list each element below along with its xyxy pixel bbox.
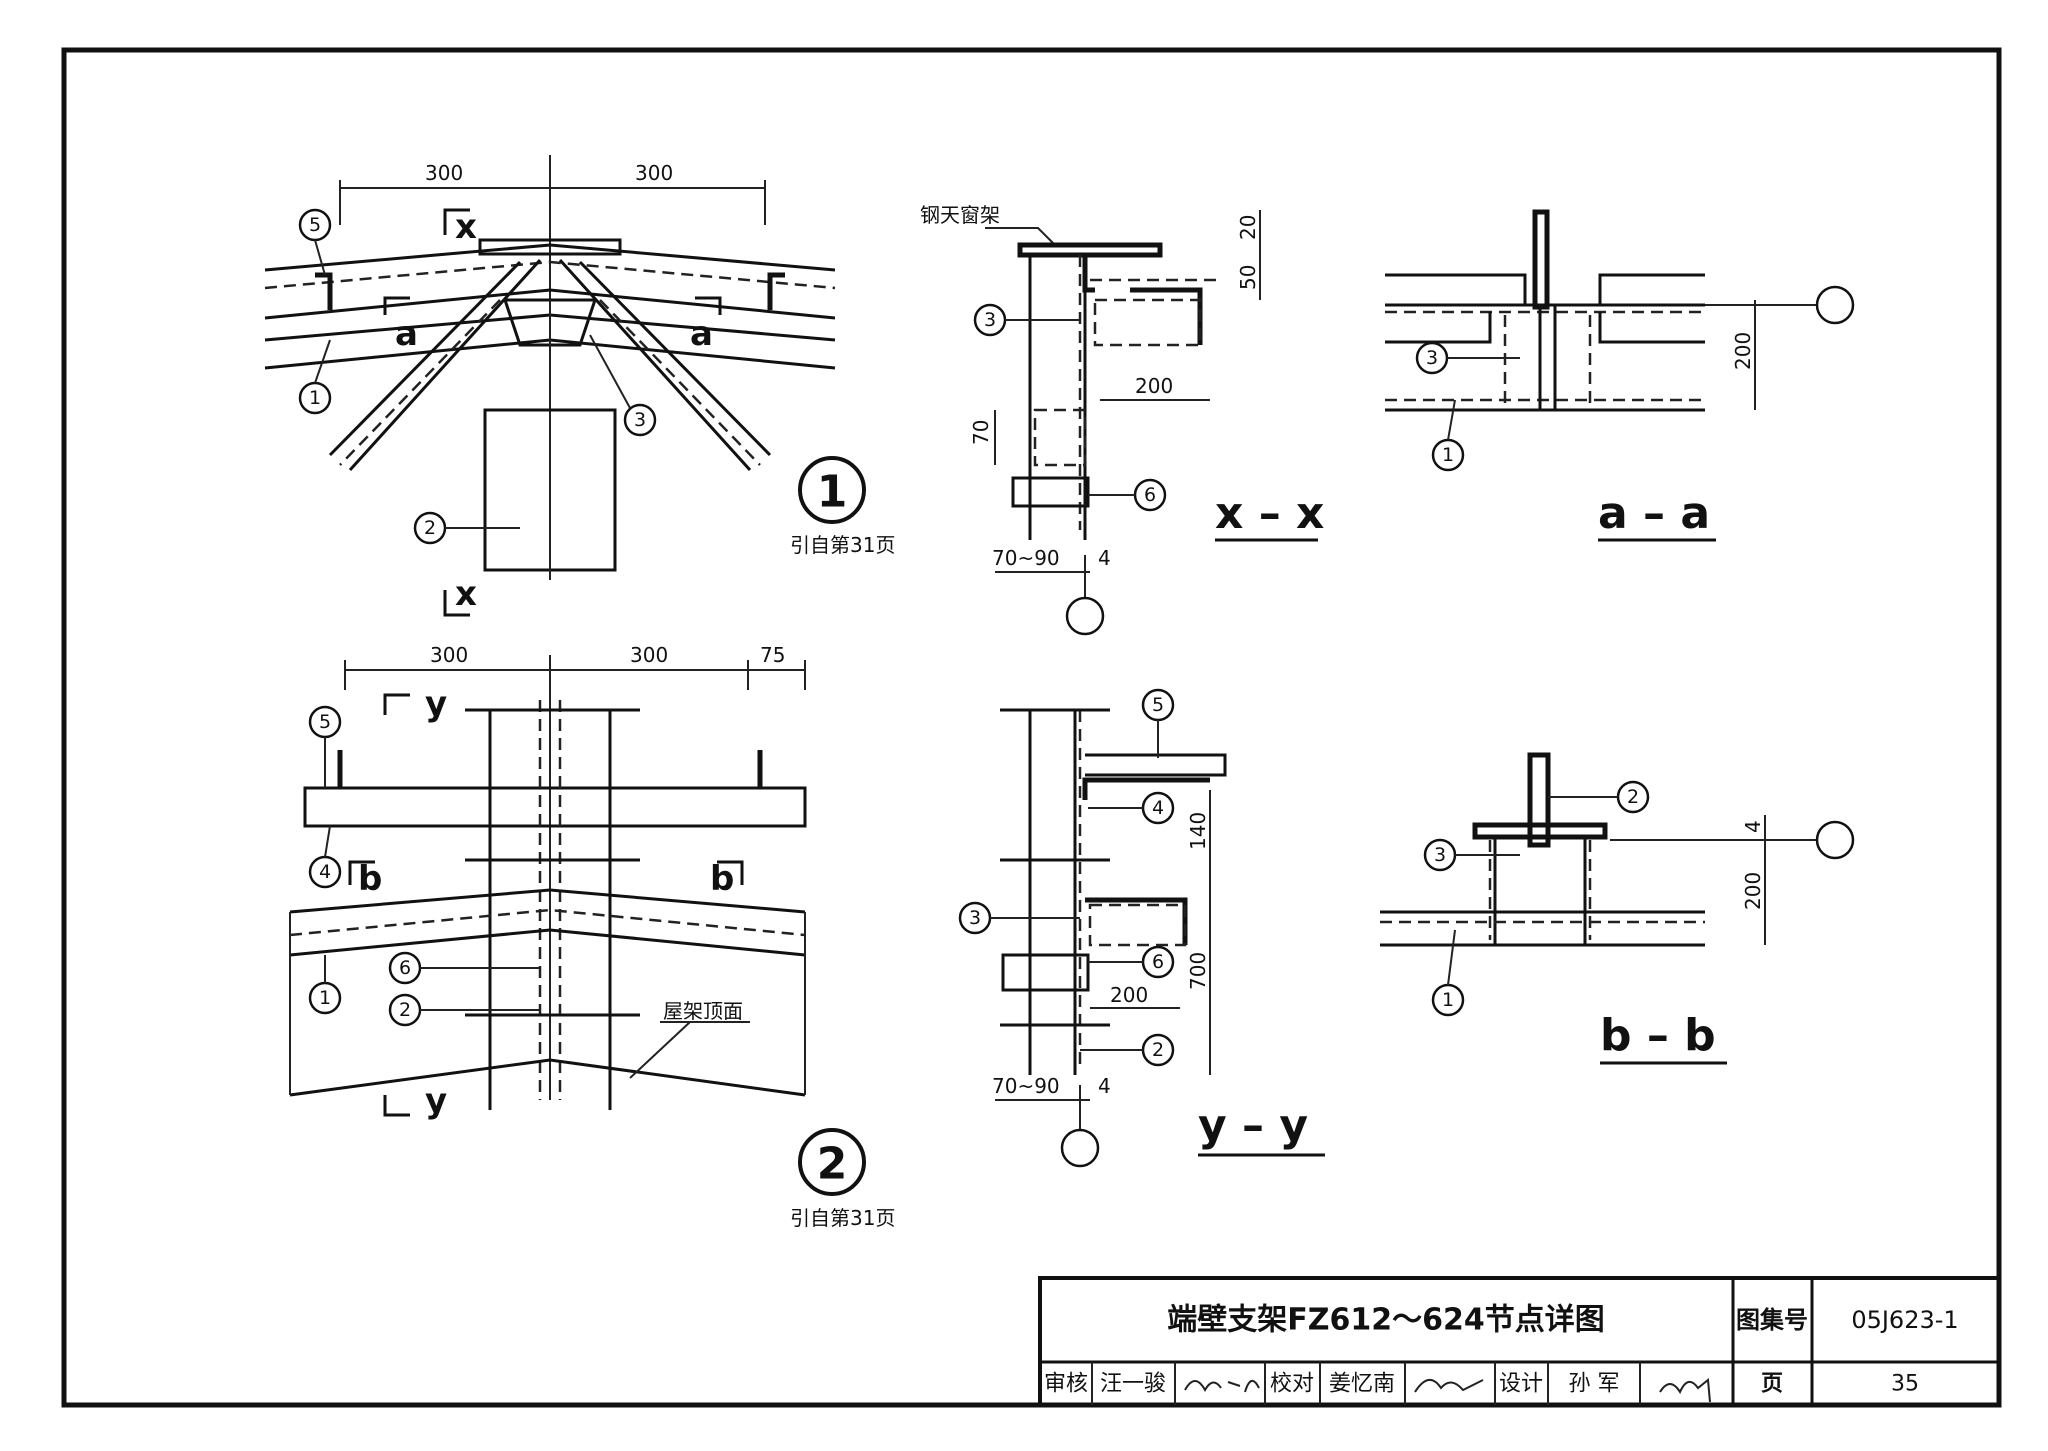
section-xx-callout-3: 3 <box>984 309 996 331</box>
detail2-number: 2 <box>817 1139 848 1190</box>
detail2-section-y-bottom: y <box>425 1081 447 1121</box>
section-aa-dim-200: 200 <box>1731 332 1755 370</box>
detail2-callout-6: 6 <box>399 957 411 979</box>
detail1-callout-1: 1 <box>309 387 321 409</box>
section-aa-drawing: 200 3 1 a – a <box>1385 209 1855 542</box>
section-aa-title: a – a <box>1598 488 1710 539</box>
section-bb-callout-3: 3 <box>1434 844 1446 866</box>
section-bb-dim-4: 4 <box>1741 820 1765 833</box>
drawing-title: 端壁支架FZ612～624节点详图 <box>1167 1303 1605 1338</box>
detail1-ref: 引自第31页 <box>790 533 895 557</box>
detail2-dim-mid: 300 <box>630 643 668 667</box>
section-xx-steel-label: 钢天窗架 <box>920 203 1000 227</box>
design-label: 设计 <box>1499 1372 1543 1397</box>
reviewer-name: 汪一骏 <box>1100 1372 1166 1397</box>
detail1-section-a-left: a <box>395 314 418 354</box>
detail2-callout-5: 5 <box>319 711 331 733</box>
section-yy-callout-2: 2 <box>1152 1039 1164 1061</box>
section-bb-title: b – b <box>1600 1010 1716 1061</box>
section-bb-drawing: 4 200 2 3 1 b – b <box>1380 752 1855 1065</box>
detail2-section-y-top: y <box>425 684 447 724</box>
section-yy-dim-200: 200 <box>1110 983 1148 1007</box>
section-yy-callout-6: 6 <box>1152 951 1164 973</box>
section-aa-callout-3: 3 <box>1426 347 1438 369</box>
sheet-border <box>61 47 2002 1408</box>
atlas-label: 图集号 <box>1736 1306 1808 1334</box>
designer-signature <box>1659 1378 1711 1403</box>
detail2-section-b-left: b <box>358 859 382 899</box>
page-number: 35 <box>1891 1372 1919 1397</box>
section-xx-dim-4: 4 <box>1098 546 1111 570</box>
section-yy-dim-700: 700 <box>1186 952 1210 990</box>
detail1-callout-3: 3 <box>634 409 646 431</box>
section-yy-title: y – y <box>1198 1100 1308 1151</box>
detail1-callout-5: 5 <box>309 214 321 236</box>
title-block: 端壁支架FZ612～624节点详图 图集号 05J623-1 审核 汪一骏 校对… <box>1038 1276 2001 1407</box>
section-bb-dim-200: 200 <box>1741 872 1765 910</box>
section-yy-dim-7090: 70~90 <box>992 1074 1060 1098</box>
detail2-callout-4: 4 <box>319 861 331 883</box>
section-yy-callout-5: 5 <box>1152 694 1164 716</box>
section-xx-dim-50: 50 <box>1236 265 1260 290</box>
detail1-section-a-right: a <box>690 314 713 354</box>
atlas-number: 05J623-1 <box>1851 1306 1958 1334</box>
detail1-dim-left: 300 <box>425 161 463 185</box>
section-yy-dim-140: 140 <box>1186 812 1210 850</box>
detail2-callout-1: 1 <box>319 987 331 1009</box>
check-label: 校对 <box>1270 1372 1314 1397</box>
detail2-roof-label: 屋架顶面 <box>663 999 743 1023</box>
section-xx-dim-70: 70 <box>969 420 993 445</box>
detail2-ref: 引自第31页 <box>790 1206 895 1230</box>
detail-2-drawing: 300 300 75 y y b b 5 4 1 <box>289 643 895 1230</box>
checker-signature <box>1414 1379 1484 1393</box>
detail1-callout-2: 2 <box>424 517 436 539</box>
detail1-dim-right: 300 <box>635 161 673 185</box>
review-label: 审核 <box>1044 1372 1088 1397</box>
designer-name: 孙 军 <box>1569 1372 1620 1397</box>
detail2-dim-left: 300 <box>430 643 468 667</box>
section-xx-dim-20: 20 <box>1236 215 1260 240</box>
detail2-callout-2: 2 <box>399 999 411 1021</box>
section-yy-callout-4: 4 <box>1152 797 1164 819</box>
section-xx-callout-6: 6 <box>1144 484 1156 506</box>
detail2-section-b-right: b <box>710 859 734 899</box>
section-xx-dim-200: 200 <box>1135 374 1173 398</box>
section-aa-callout-1: 1 <box>1442 444 1454 466</box>
section-xx-drawing: 钢天窗架 20 50 200 70 70~90 4 3 6 x – x <box>920 203 1324 636</box>
detail-1-drawing: 300 300 x x a a 5 1 3 <box>264 155 895 617</box>
detail1-number: 1 <box>817 467 848 518</box>
section-bb-callout-1: 1 <box>1442 989 1454 1011</box>
section-yy-drawing: 140 700 200 70~90 4 5 4 3 6 2 y – y <box>958 688 1325 1168</box>
section-yy-callout-3: 3 <box>969 907 981 929</box>
detail2-dim-right: 75 <box>760 643 785 667</box>
detail1-section-x-top: x <box>455 207 477 247</box>
section-yy-dim-4: 4 <box>1098 1074 1111 1098</box>
section-bb-callout-2: 2 <box>1627 786 1639 808</box>
section-xx-dim-7090: 70~90 <box>992 546 1060 570</box>
detail1-section-x-bottom: x <box>455 574 477 614</box>
page-label: 页 <box>1761 1372 1783 1397</box>
section-xx-title: x – x <box>1215 488 1324 539</box>
reviewer-signature <box>1184 1380 1260 1393</box>
checker-name: 姜忆南 <box>1329 1372 1395 1397</box>
